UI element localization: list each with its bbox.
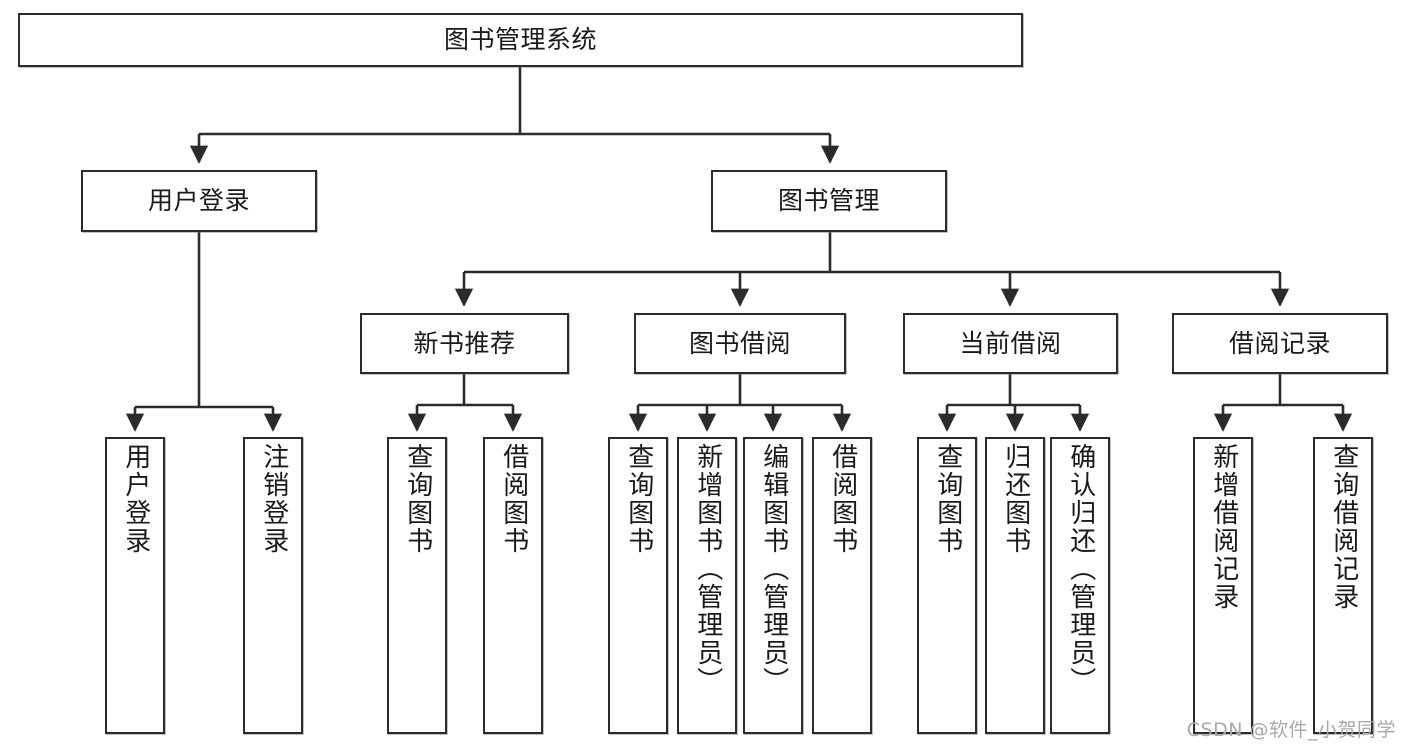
node-leaf-borrow-book-2[interactable]: 借阅图书 (812, 437, 872, 734)
node-leaf-query-book-1[interactable]: 查询图书 (387, 437, 447, 734)
node-leaf-confirm-return-label: 确认归还（管理员） (1065, 443, 1096, 695)
node-root-label: 图书管理系统 (443, 25, 597, 55)
node-leaf-user-login-label: 用户登录 (120, 443, 151, 555)
node-leaf-edit-book[interactable]: 编辑图书（管理员） (743, 437, 803, 734)
node-borrow-record-label: 借阅记录 (1228, 328, 1331, 358)
node-leaf-add-book[interactable]: 新增图书（管理员） (677, 437, 737, 734)
node-leaf-query-book-2[interactable]: 查询图书 (608, 437, 668, 734)
node-new-book-recommend-label: 新书推荐 (413, 328, 516, 358)
node-current-borrow[interactable]: 当前借阅 (903, 313, 1118, 374)
node-leaf-edit-book-label: 编辑图书（管理员） (758, 443, 789, 695)
csdn-watermark: CSDN @软件_小贺同学 (1186, 719, 1396, 741)
node-user-login-label: 用户登录 (147, 186, 250, 216)
node-borrow-record[interactable]: 借阅记录 (1172, 313, 1388, 374)
node-leaf-query-record[interactable]: 查询借阅记录 (1313, 437, 1373, 734)
node-book-borrow-label: 图书借阅 (688, 328, 791, 358)
node-root[interactable]: 图书管理系统 (18, 13, 1023, 67)
node-leaf-query-book-2-label: 查询图书 (623, 443, 654, 555)
node-leaf-borrow-book-1[interactable]: 借阅图书 (483, 437, 543, 734)
node-book-manage[interactable]: 图书管理 (711, 170, 947, 232)
node-leaf-query-book-3[interactable]: 查询图书 (917, 437, 977, 734)
node-leaf-query-book-1-label: 查询图书 (402, 443, 433, 555)
node-leaf-return-book-label: 归还图书 (1000, 443, 1031, 555)
node-book-borrow[interactable]: 图书借阅 (634, 313, 846, 374)
node-leaf-borrow-book-1-label: 借阅图书 (498, 443, 529, 555)
node-leaf-logout[interactable]: 注销登录 (243, 437, 303, 734)
node-leaf-return-book[interactable]: 归还图书 (985, 437, 1045, 734)
node-leaf-add-book-label: 新增图书（管理员） (692, 443, 723, 695)
node-leaf-add-record[interactable]: 新增借阅记录 (1193, 437, 1253, 734)
node-leaf-borrow-book-2-label: 借阅图书 (827, 443, 858, 555)
node-current-borrow-label: 当前借阅 (959, 328, 1062, 358)
node-leaf-add-record-label: 新增借阅记录 (1208, 443, 1239, 611)
node-leaf-query-book-3-label: 查询图书 (932, 443, 963, 555)
node-book-manage-label: 图书管理 (777, 186, 880, 216)
node-leaf-confirm-return[interactable]: 确认归还（管理员） (1050, 437, 1110, 734)
node-user-login[interactable]: 用户登录 (81, 170, 317, 232)
node-leaf-user-login[interactable]: 用户登录 (105, 437, 165, 734)
node-leaf-query-record-label: 查询借阅记录 (1328, 443, 1359, 611)
node-new-book-recommend[interactable]: 新书推荐 (360, 313, 569, 374)
node-leaf-logout-label: 注销登录 (258, 443, 289, 555)
